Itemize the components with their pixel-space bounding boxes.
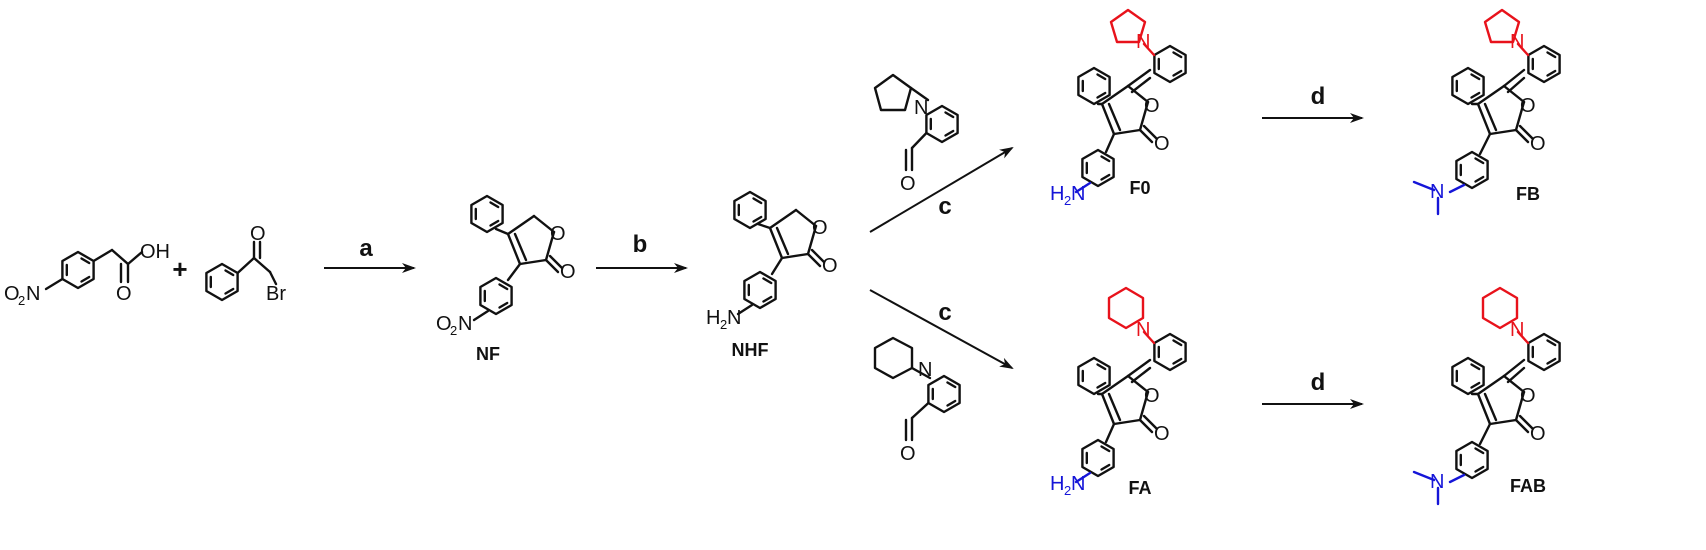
atom-label: N	[1136, 319, 1150, 341]
compound-label: NF	[476, 344, 500, 364]
compound-label: FAB	[1510, 476, 1546, 496]
atom-label: N	[458, 313, 472, 335]
compound-nhf: O O H 2 N NHF	[706, 190, 838, 360]
atom-label: O	[812, 217, 828, 239]
atom-label: N	[1071, 183, 1085, 205]
atom-label: 2	[720, 317, 727, 332]
atom-label: O	[116, 283, 132, 305]
atom-label: O	[436, 313, 452, 335]
step-label-c-up: c	[938, 193, 951, 220]
atom-label: N	[914, 97, 928, 119]
atom-label: N	[1510, 319, 1524, 341]
atom-label: O	[250, 223, 266, 245]
atom-label: O	[822, 255, 838, 277]
atom-label: O	[1530, 423, 1546, 445]
reaction-arrow-c-down	[869, 289, 1014, 369]
atom-label: 2	[1064, 193, 1071, 208]
atom-label: Br	[266, 283, 286, 305]
reaction-arrow-c-up	[869, 146, 1014, 233]
compound-label: F0	[1129, 178, 1150, 198]
step-label-c-down: c	[938, 299, 951, 326]
compound-nf: O O O 2 N NF	[436, 194, 576, 364]
atom-label: N	[1136, 31, 1150, 53]
atom-label: N	[1510, 31, 1524, 53]
atom-label: O	[4, 283, 20, 305]
compound-fab: N O O N FAB	[1412, 286, 1561, 506]
atom-label: O	[550, 223, 566, 245]
atom-label: N	[1071, 473, 1085, 495]
compound-label: FB	[1516, 184, 1540, 204]
atom-label: OH	[140, 241, 170, 263]
atom-label: 2	[18, 293, 25, 308]
atom-label: O	[1520, 385, 1536, 407]
atom-label: O	[900, 443, 916, 465]
atom-label: H	[1050, 183, 1064, 205]
atom-label: O	[1154, 133, 1170, 155]
atom-label: 2	[450, 323, 457, 338]
bromoacetophenone: O Br	[205, 223, 286, 305]
atom-label: N	[918, 359, 932, 381]
compound-fa: N O O H 2 N FA	[1050, 286, 1187, 498]
atom-label: N	[26, 283, 40, 305]
atom-label: O	[900, 173, 916, 195]
atom-label: 2	[1064, 483, 1071, 498]
atom-label: O	[1144, 95, 1160, 117]
atom-label: H	[1050, 473, 1064, 495]
atom-label: O	[560, 261, 576, 283]
atom-label: O	[1154, 423, 1170, 445]
atom-label: H	[706, 307, 720, 329]
compound-label: FA	[1128, 478, 1151, 498]
reagent-piperidinyl-benzaldehyde: N O	[873, 336, 961, 465]
step-label-a: a	[359, 235, 373, 262]
atom-label: O	[1530, 133, 1546, 155]
compound-f0: N O O H 2 N F0	[1050, 8, 1187, 208]
compound-label: NHF	[732, 340, 769, 360]
plus-sign: +	[172, 254, 187, 284]
atom-label: O	[1520, 95, 1536, 117]
reagent-pyrrolidinyl-benzaldehyde: N O	[873, 73, 959, 195]
compound-fb: N O O N FB	[1412, 8, 1561, 216]
atom-label: N	[727, 307, 741, 329]
atom-label: N	[1430, 471, 1444, 493]
nitrophenylacetic-acid: OH O O 2 N	[4, 241, 170, 308]
step-label-d-top: d	[1311, 83, 1326, 110]
step-label-b: b	[633, 231, 648, 258]
step-label-d-bottom: d	[1311, 369, 1326, 396]
atom-label: N	[1430, 181, 1444, 203]
atom-label: O	[1144, 385, 1160, 407]
